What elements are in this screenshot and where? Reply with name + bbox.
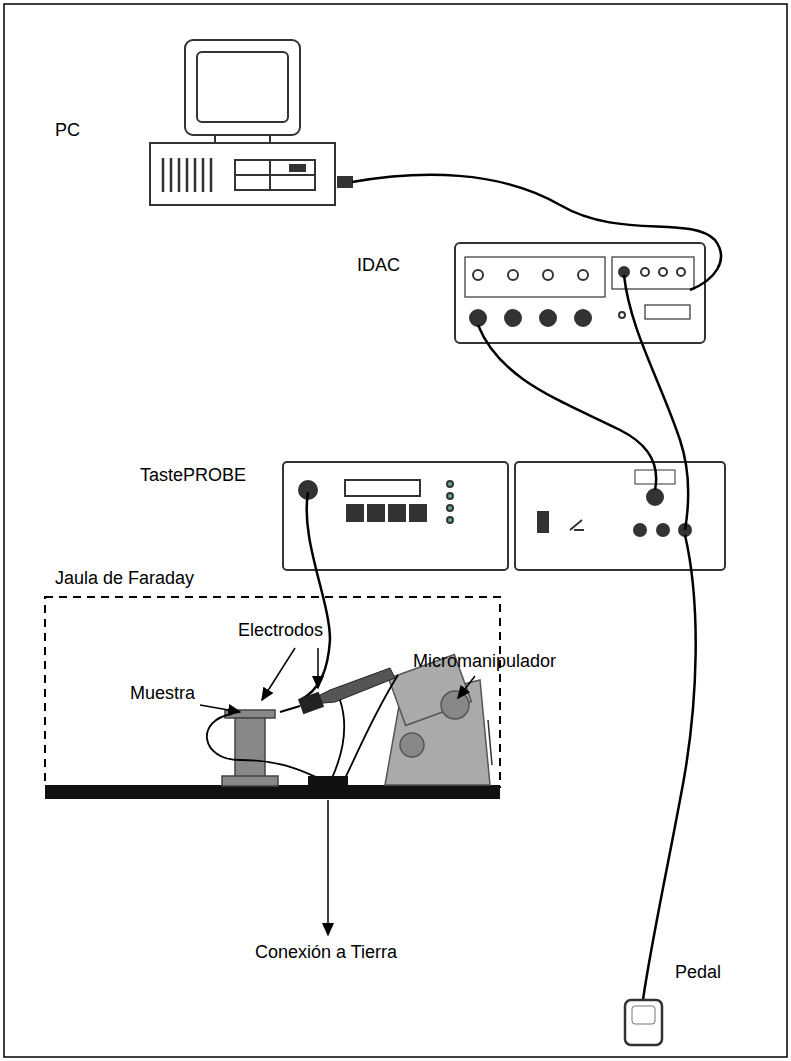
device-label: TastePROBE xyxy=(140,465,246,486)
device-label: Pedal xyxy=(675,962,721,983)
ground-wire xyxy=(207,675,398,778)
cable xyxy=(300,175,721,1000)
part-label: Micromanipulador xyxy=(413,651,556,672)
electrode-holder xyxy=(280,668,395,714)
pc-computer xyxy=(150,40,352,205)
micromanipulator xyxy=(385,655,492,785)
device-label: PC xyxy=(55,120,80,141)
device-label: Jaula de Faraday xyxy=(55,568,194,589)
faraday-cage xyxy=(45,597,500,799)
part-label: Muestra xyxy=(130,683,195,704)
idac-unit xyxy=(455,243,705,343)
device-label: IDAC xyxy=(357,255,400,276)
leader-arrow xyxy=(200,648,475,935)
sample-stand xyxy=(222,710,278,786)
part-label: Conexión a Tierra xyxy=(255,942,397,963)
part-label: Electrodos xyxy=(238,620,323,641)
foot-pedal xyxy=(625,1000,662,1045)
tasteprobe-amplifier xyxy=(283,462,725,570)
ground-block xyxy=(308,776,348,788)
